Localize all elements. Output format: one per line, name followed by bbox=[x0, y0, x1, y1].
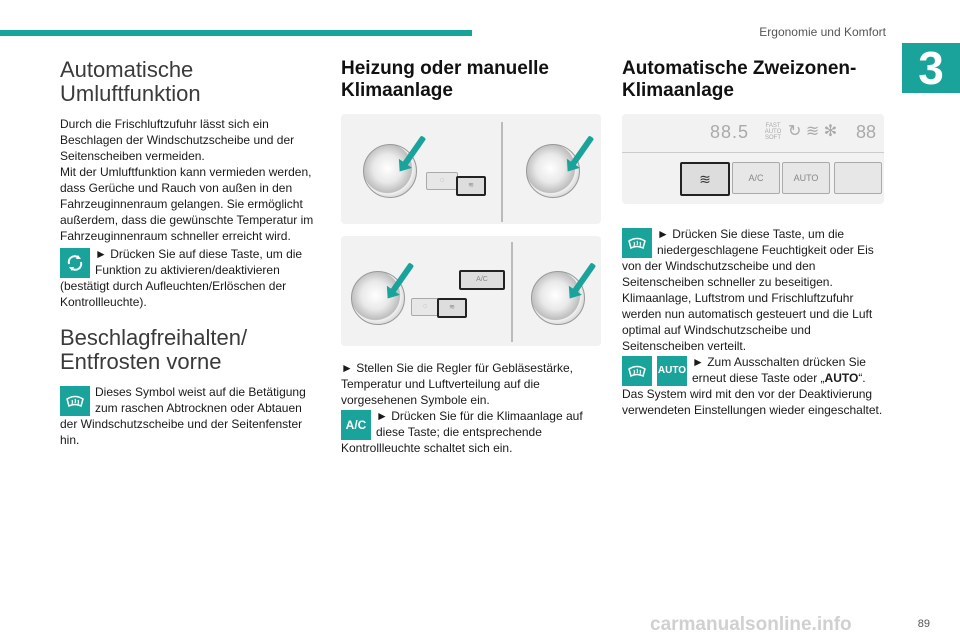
column-umluft: Automatische Umluftfunktion Durch die Fr… bbox=[60, 58, 322, 448]
column-manual-ac: Heizung oder manuelle Klimaanlage ◌ ≋ A/… bbox=[341, 58, 603, 456]
paragraph: Durch die Frischluftzufuhr lässt sich ei… bbox=[60, 117, 295, 163]
illustration-manual-ac-panel: A/C ◌ ≋ bbox=[341, 236, 601, 346]
defrost-button-illustration: ≋ bbox=[456, 176, 486, 196]
defrost-button-illustration: ≋ bbox=[680, 162, 730, 196]
arrow-indicator bbox=[569, 135, 595, 167]
heading-heizung: Heizung oder manuelle Klimaanlage bbox=[341, 58, 549, 101]
heading-beschlagfreihalten: Beschlagfreihalten/ Entfrosten vorne bbox=[60, 325, 248, 374]
paragraph: Klimaanlage, Luftstrom und Frischluftzuf… bbox=[622, 291, 873, 353]
recirculation-icon bbox=[60, 248, 90, 278]
recirculation-button-illustration: ◌ bbox=[411, 298, 439, 316]
heading-zweizonen: Automatische Zweizonen-Klimaanlage bbox=[622, 58, 857, 101]
paragraph-instruction: ► Drücken Sie auf diese Taste, um die Fu… bbox=[60, 247, 303, 309]
illustration-heater-panel: ◌ ≋ bbox=[341, 114, 601, 224]
column-auto-climate: Automatische Zweizonen-Klimaanlage 88.5 … bbox=[622, 58, 884, 418]
recirculation-button-illustration: ◌ bbox=[426, 172, 458, 190]
ac-button-illustration: A/C bbox=[459, 270, 505, 290]
paragraph: ► Stellen Sie die Regler für Gebläsestär… bbox=[341, 361, 573, 407]
display-recirculation-icon: ↻ ≋ ✻ bbox=[788, 123, 838, 140]
display-temperature-right: 88 bbox=[856, 122, 877, 142]
chapter-badge: 3 bbox=[902, 42, 960, 94]
separator bbox=[511, 242, 513, 342]
display-temperature-left: 88.5 bbox=[710, 122, 750, 142]
defrost-button-illustration: ≋ bbox=[437, 298, 467, 318]
auto-button-illustration: AUTO bbox=[782, 162, 830, 194]
divider bbox=[622, 152, 884, 153]
paragraph-auto: AUTO ► Zum Ausschalten drücken Sie erneu… bbox=[622, 354, 884, 386]
windscreen-defrost-icon bbox=[60, 386, 90, 416]
header-accent-bar bbox=[0, 30, 472, 36]
windscreen-defrost-icon bbox=[622, 356, 652, 386]
illustration-dual-zone-panel: 88.5 FAST AUTO SOFT ↻ ≋ ✻ 88 ≋ A/C AUTO bbox=[622, 114, 884, 204]
blank-button-illustration bbox=[834, 162, 882, 194]
paragraph-ac: A/C ► Drücken Sie für die Klimaanlage au… bbox=[341, 409, 583, 455]
paragraph-defrost: Dieses Symbol weist auf die Betätigung z… bbox=[60, 385, 306, 447]
paragraph-defrost: ► Drücken Sie diese Taste, um die nieder… bbox=[622, 227, 874, 289]
auto-icon: AUTO bbox=[657, 356, 687, 386]
ac-icon: A/C bbox=[341, 410, 371, 440]
section-title: Ergonomie und Komfort bbox=[759, 25, 886, 39]
heading-umluftfunktion: Automatische Umluftfunktion bbox=[60, 57, 201, 106]
paragraph: Mit der Umluftfunktion kann vermieden we… bbox=[60, 165, 314, 243]
ac-button-illustration: A/C bbox=[732, 162, 780, 194]
separator bbox=[501, 122, 503, 222]
windscreen-defrost-icon bbox=[622, 228, 652, 258]
page-number: 89 bbox=[917, 618, 930, 630]
display-fan-mode: FAST AUTO SOFT bbox=[764, 123, 782, 141]
watermark: carmanualsonline.info bbox=[650, 614, 852, 635]
paragraph: Das System wird mit den vor der Deaktivi… bbox=[622, 387, 883, 417]
